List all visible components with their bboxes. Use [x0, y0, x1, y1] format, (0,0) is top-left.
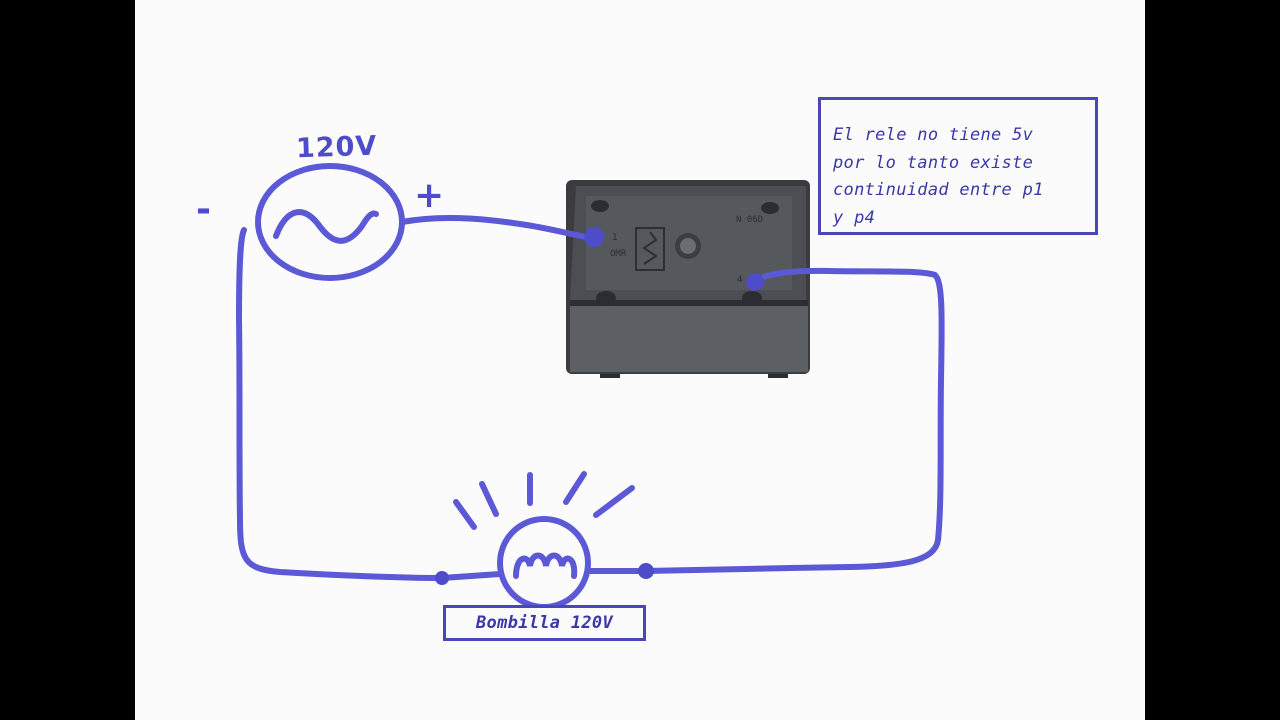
light-ray-4: [563, 471, 587, 505]
note-line-3: continuidad entre p1: [833, 180, 1044, 200]
source-voltage-label: 120V: [295, 130, 378, 165]
light-ray-2: [479, 481, 499, 517]
bulb-symbol: [453, 471, 635, 610]
explanation-note: El rele no tiene 5v por lo tanto existe …: [818, 97, 1098, 235]
svg-text:OMR: OMR: [610, 249, 627, 259]
ac-source-circle: [255, 163, 405, 281]
wire-bulb-to-source: [236, 227, 503, 581]
light-ray-1: [453, 499, 477, 530]
relay-pin-mark-1: 1: [612, 233, 618, 243]
relay-component: OMR N 06D 1 4: [566, 180, 810, 378]
note-line-4: y p4: [833, 207, 876, 228]
ac-source: [255, 163, 405, 281]
dot-pin4: [746, 273, 764, 291]
bulb-label: Bombilla 120V: [443, 605, 646, 641]
dot-bulb-right: [638, 563, 654, 579]
dot-bulb-left: [435, 571, 449, 585]
negative-terminal-label: -: [196, 189, 211, 230]
ac-sine-wave: [273, 209, 379, 244]
bulb-filament: [513, 552, 578, 579]
relay-pin-mark-4: 4: [737, 275, 743, 285]
svg-text:N 06D: N 06D: [736, 215, 763, 225]
light-ray-5: [593, 485, 635, 518]
note-line-1: El rele no tiene 5v: [833, 125, 1034, 145]
connection-dots: [435, 227, 764, 585]
wire-source-to-pin1: [399, 214, 597, 241]
positive-terminal-label: +: [414, 175, 445, 216]
note-line-2: por lo tanto existe: [833, 152, 1034, 173]
dot-pin1: [584, 227, 604, 247]
wire-pin4-to-bulb: [643, 267, 945, 574]
